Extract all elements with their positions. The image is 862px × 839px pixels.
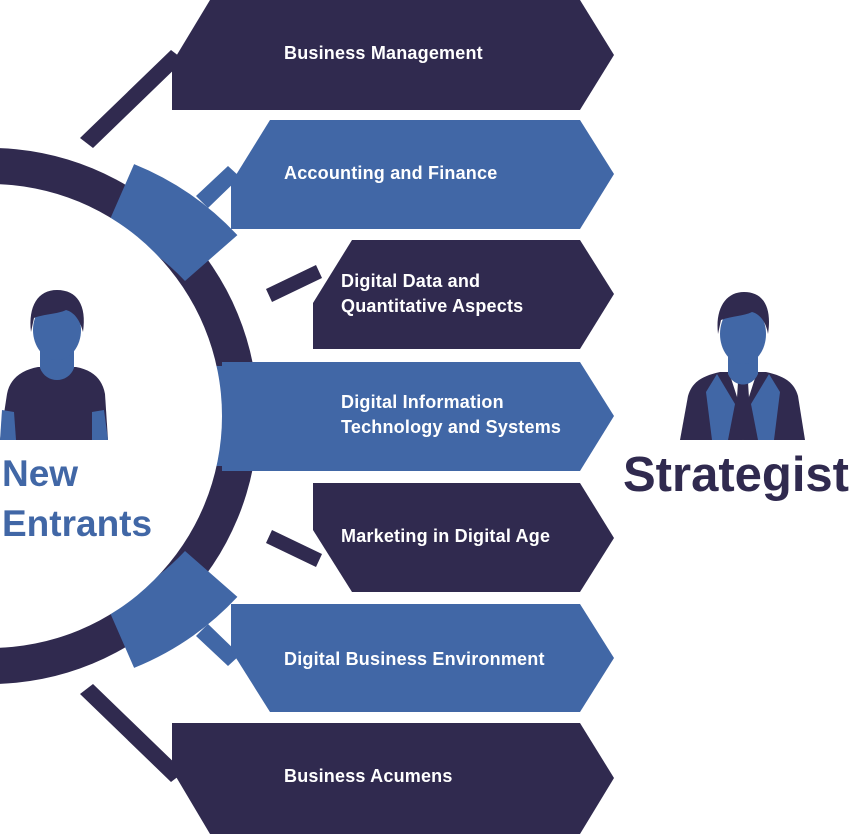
person-icon bbox=[0, 290, 108, 440]
label-digital-business-environment: Digital Business Environment bbox=[284, 649, 545, 669]
new-entrants-label: New Entrants bbox=[2, 453, 153, 544]
connectors bbox=[80, 50, 322, 782]
label-marketing: Marketing in Digital Age bbox=[341, 526, 551, 546]
label-information-technology: Digital Information Technology and Syste… bbox=[341, 392, 562, 437]
strategist-label: Strategist bbox=[623, 448, 850, 502]
connector-7 bbox=[80, 684, 184, 782]
label-business-acumens: Business Acumens bbox=[284, 766, 453, 786]
ring-segment-environment bbox=[106, 551, 238, 668]
label-digital-data: Digital Data and Quantitative Aspects bbox=[341, 271, 524, 316]
arrow-accounting-finance bbox=[231, 120, 614, 229]
connector-2 bbox=[196, 166, 240, 208]
businessman-icon bbox=[680, 292, 805, 440]
label-business-management: Business Management bbox=[284, 43, 483, 63]
arrow-information-technology bbox=[222, 362, 614, 471]
ring-segment-accounting bbox=[106, 164, 238, 281]
arrows bbox=[172, 0, 614, 834]
connector-5 bbox=[266, 530, 322, 567]
arrow-digital-business-environment bbox=[231, 604, 614, 712]
arrow-marketing bbox=[313, 483, 614, 592]
connector-6 bbox=[196, 624, 240, 666]
arrow-business-management bbox=[172, 0, 614, 110]
arrow-digital-data bbox=[313, 240, 614, 349]
connector-1 bbox=[80, 50, 184, 148]
arrow-business-acumens bbox=[172, 723, 614, 834]
label-accounting-finance: Accounting and Finance bbox=[284, 163, 498, 183]
connector-3 bbox=[266, 265, 322, 302]
